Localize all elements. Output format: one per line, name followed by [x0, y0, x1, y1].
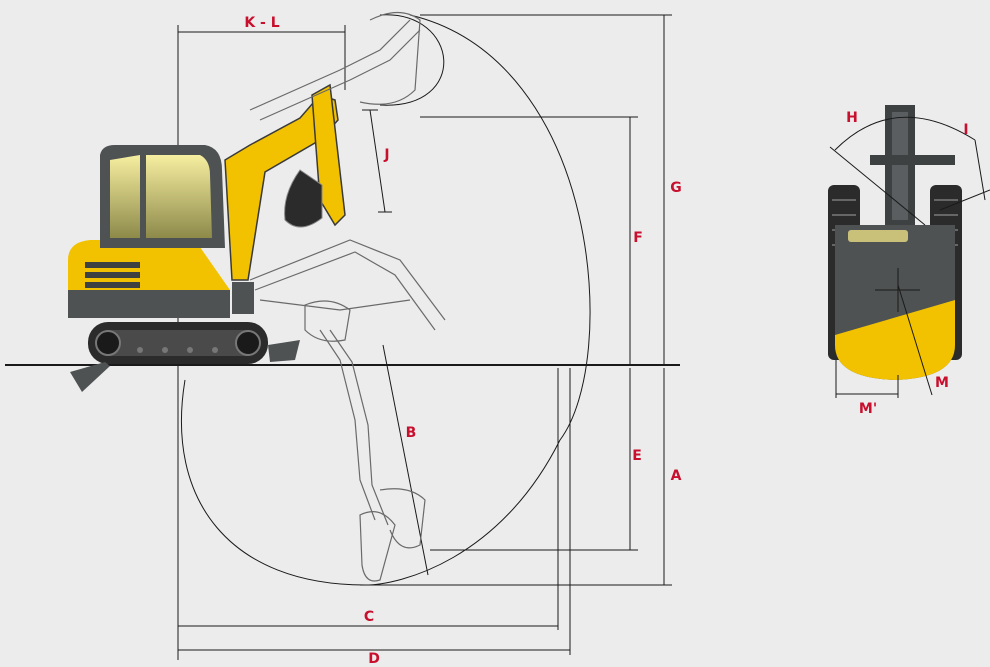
label-m: M: [935, 375, 949, 391]
label-e: E: [632, 448, 642, 464]
excavator-front-view: [828, 105, 990, 398]
label-g: G: [670, 180, 682, 196]
cab-window-rear: [110, 155, 140, 238]
dozer-blade: [70, 362, 110, 392]
label-j: J: [384, 147, 390, 163]
label-i: I: [963, 122, 969, 138]
label-d: D: [368, 651, 380, 667]
label-c: C: [363, 609, 375, 625]
label-m-prime: M': [858, 401, 878, 417]
label-k-l: K - L: [244, 15, 280, 31]
label-b: B: [405, 425, 417, 441]
grille: [85, 262, 140, 288]
bucket: [284, 169, 323, 228]
label-a: A: [670, 468, 682, 484]
ghost-positions: [249, 11, 446, 582]
cab-window-front: [146, 155, 212, 238]
track: [88, 322, 268, 364]
dimension-lines: [177, 14, 672, 660]
label-h: H: [846, 110, 858, 126]
boom: [224, 94, 339, 281]
reach-envelope-arc: [181, 14, 591, 586]
label-f: F: [633, 230, 643, 246]
excavator-side-view: [68, 83, 346, 392]
